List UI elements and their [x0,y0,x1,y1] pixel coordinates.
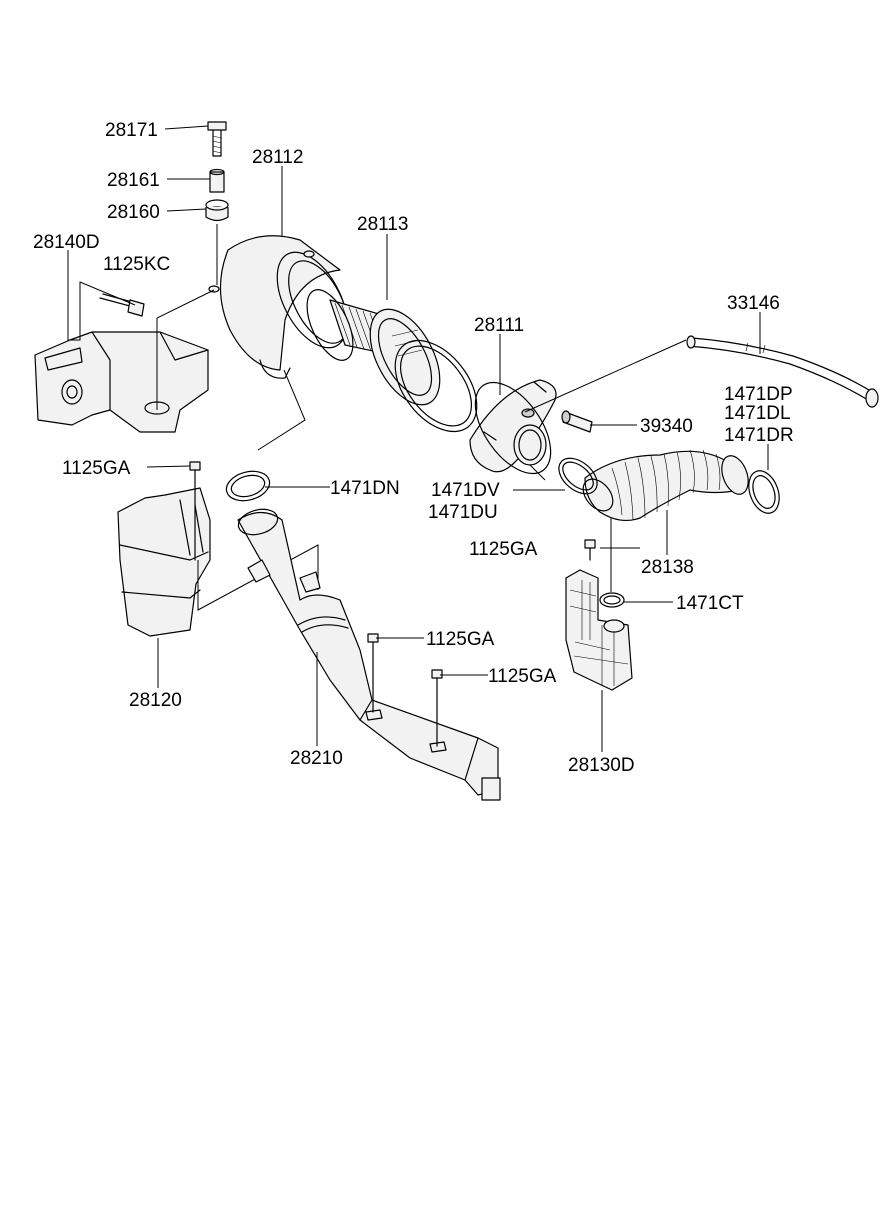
label-28161: 28161 [107,170,160,191]
label-28171: 28171 [105,120,158,141]
air-cleaner-body-28112 [208,235,348,451]
label-28120: 28120 [129,690,182,711]
label-28112: 28112 [252,147,303,168]
label-28111: 28111 [474,315,524,336]
label-1125GA-mid: 1125GA [426,629,495,650]
label-1471DV: 1471DV [431,480,500,501]
label-28138: 28138 [641,557,694,578]
breather-hose-33146 [686,335,879,408]
label-1471DP: 1471DP [724,384,793,405]
screw-1125GA-mid [367,633,379,713]
label-1471CT: 1471CT [676,593,744,614]
label-1125GA-low: 1125GA [488,666,557,687]
label-28113: 28113 [357,214,408,235]
label-1125KC: 1125KC [103,254,170,275]
label-1125GA-right: 1125GA [469,539,538,560]
air-duct-28210 [225,470,501,801]
label-28210: 28210 [290,748,343,769]
filter-element-28113 [306,289,441,406]
label-28140D: 28140D [33,232,100,253]
bolt-1125KC [99,293,145,317]
screw-1125GA-low [431,669,443,747]
label-28160: 28160 [107,202,160,223]
label-33146: 33146 [727,293,780,314]
clamp-1471DR [748,470,780,514]
leader-lines [67,125,769,752]
duct-cover-28120 [117,487,211,637]
label-28130D: 28130D [568,755,635,776]
clamp-1471DV [558,457,598,495]
label-1471DU: 1471DU [428,502,498,523]
label-1471DR: 1471DR [724,425,794,446]
intake-hose-28138 [582,449,749,522]
screw-1125GA-left [189,461,201,561]
gasket-ring [394,339,478,433]
grommet-28160 [205,199,229,222]
label-1125GA-left: 1125GA [62,458,131,479]
label-39340: 39340 [640,416,693,437]
sensor-39340 [561,410,593,433]
bracket-28140D [34,331,209,433]
clamp-1471CT [599,592,625,608]
screw-1125GA-right [584,539,596,561]
label-1471DN: 1471DN [330,478,400,499]
resonator-28130D [565,569,633,691]
air-cleaner-cover-28111 [469,379,557,481]
spacer-28161 [209,168,225,193]
bolt-28171 [207,121,227,157]
label-1471DL: 1471DL [724,403,791,424]
